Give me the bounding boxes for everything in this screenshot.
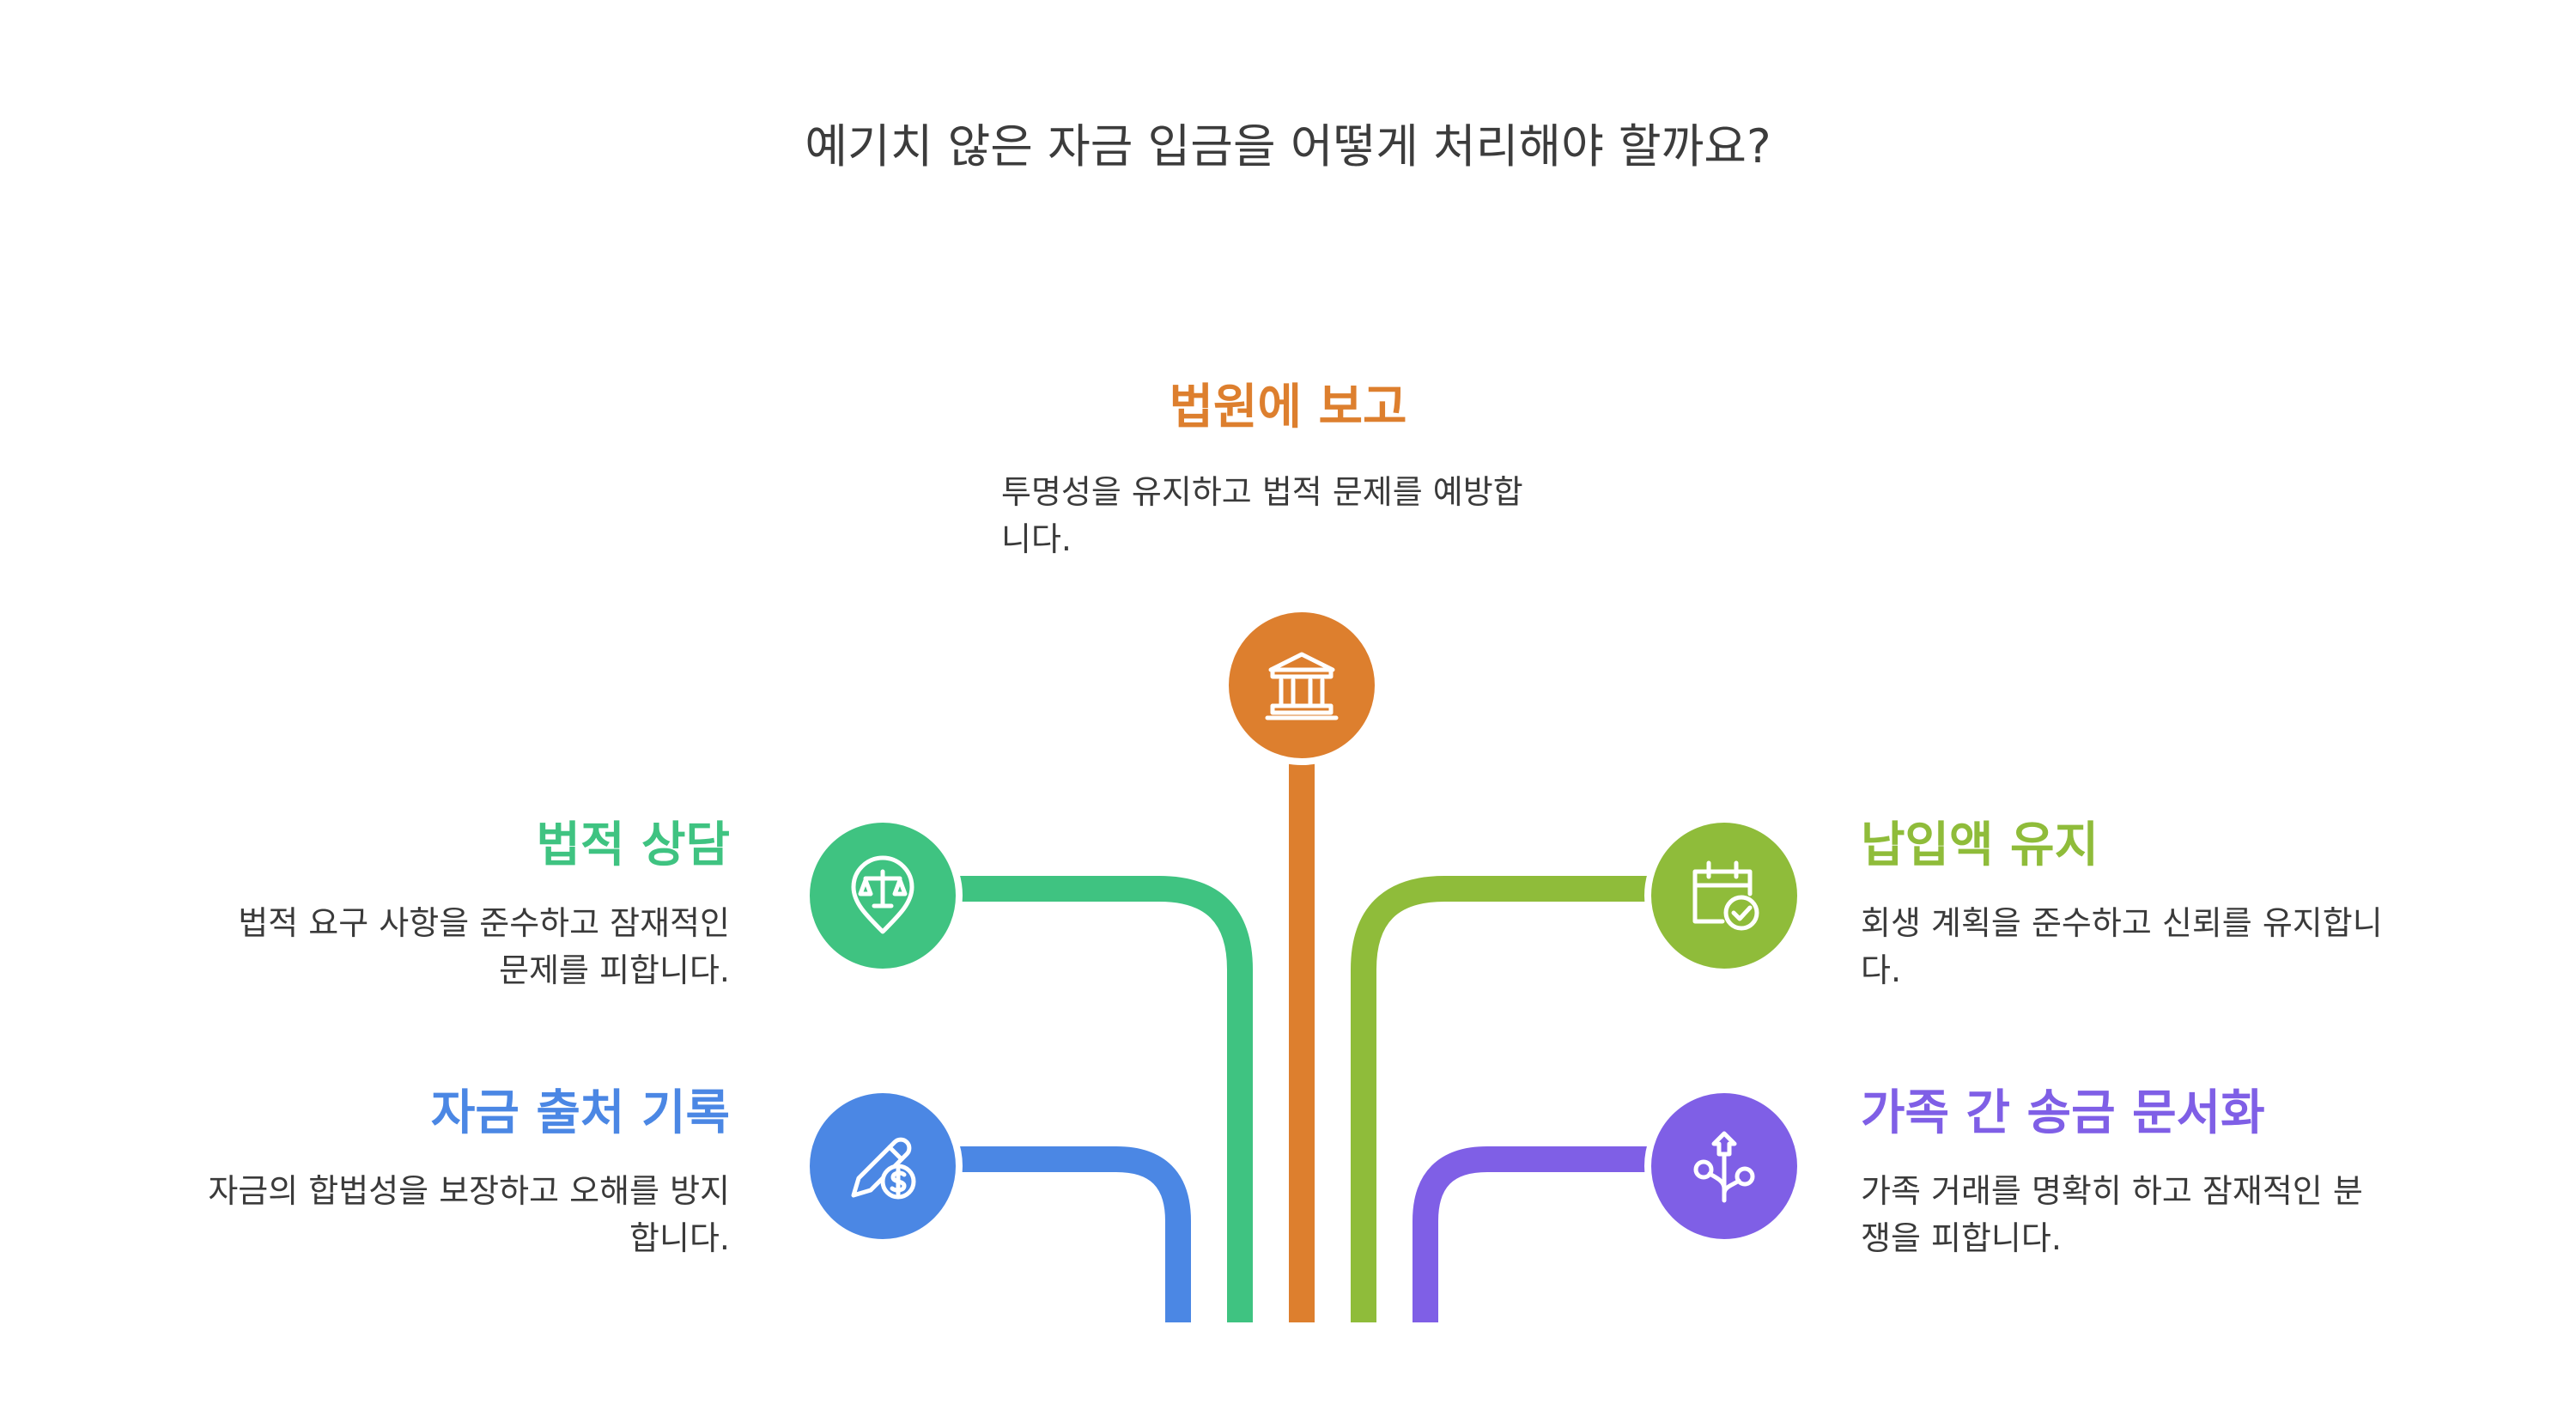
connector-source (884, 1146, 1191, 1322)
court-node (1222, 605, 1382, 765)
court-description-line: 투명성을 유지하고 법적 문제를 예방합 (1001, 473, 1523, 511)
source-description: 자금의 합법성을 보장하고 오해를 방지 합니다. (86, 1168, 730, 1262)
family-description-line: 가족 거래를 명확히 하고 잠재적인 분 (1861, 1172, 2363, 1210)
scales-pin-icon (851, 855, 914, 934)
source-title: 자금 출처 기록 (430, 1085, 730, 1141)
branch-arrow-icon (1693, 1131, 1755, 1203)
calendar-check-icon (1692, 860, 1759, 931)
family-description-line: 쟁을 피합니다. (1861, 1219, 2062, 1257)
family-description: 가족 거래를 명확히 하고 잠재적인 분 쟁을 피합니다. (1861, 1168, 2363, 1262)
payment-description-line: 회생 계획을 준수하고 신뢰를 유지합니 (1861, 904, 2383, 942)
court-title: 법원에 보고 (1169, 380, 1407, 435)
court-description: 투명성을 유지하고 법적 문제를 예방합 니다. (1001, 469, 1523, 563)
legal-description: 법적 요구 사항을 준수하고 잠재적인 문제를 피합니다. (120, 900, 730, 994)
payment-node (1644, 816, 1804, 975)
connector-payment (1351, 876, 1657, 1322)
courthouse-icon (1265, 652, 1339, 720)
payment-description: 회생 계획을 준수하고 신뢰를 유지합니 다. (1861, 900, 2383, 994)
connector-family (1413, 1146, 1657, 1322)
source-node (803, 1086, 963, 1246)
legal-node (803, 816, 963, 975)
family-node (1644, 1086, 1804, 1246)
family-title: 가족 간 송금 문서화 (1861, 1085, 2265, 1141)
legal-description-line: 문제를 피합니다. (499, 951, 730, 989)
source-description-line: 자금의 합법성을 보장하고 오해를 방지 (208, 1172, 730, 1210)
connector-legal (884, 876, 1253, 1322)
legal-description-line: 법적 요구 사항을 준수하고 잠재적인 (238, 904, 730, 942)
court-description-line: 니다. (1001, 520, 1072, 558)
payment-description-line: 다. (1861, 951, 1902, 989)
payment-title: 납입액 유지 (1861, 817, 2099, 873)
pen-dollar-icon (851, 1137, 916, 1200)
source-description-line: 합니다. (629, 1219, 730, 1257)
page-title: 예기치 않은 자금 입금을 어떻게 처리해야 할까요? (805, 119, 1771, 173)
legal-title: 법적 상담 (536, 817, 730, 873)
